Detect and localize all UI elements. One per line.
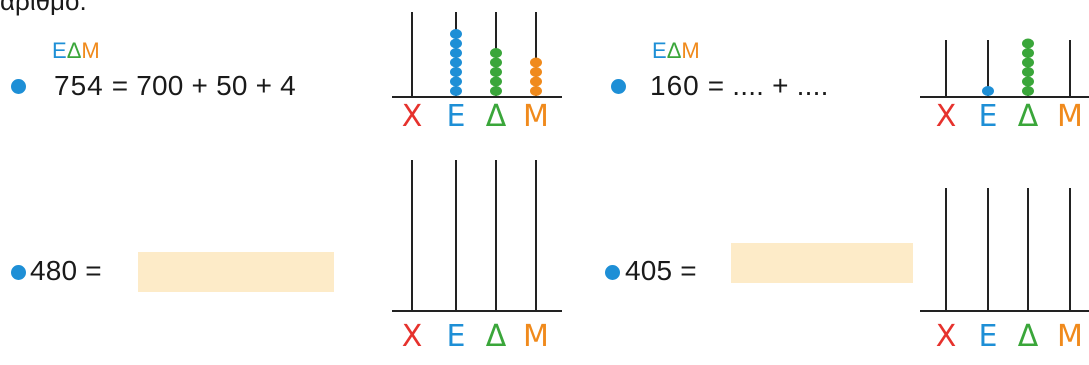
digit: 5 <box>70 70 88 101</box>
answer-box[interactable] <box>731 243 913 283</box>
number-4: 405 = <box>625 255 697 286</box>
abacus-bead <box>490 86 502 96</box>
equation-rest: = 700 + 50 + 4 <box>111 70 296 101</box>
abacus-place-label: X <box>402 319 423 354</box>
abacus-bead <box>1022 38 1034 49</box>
number-3: 480 = <box>30 255 102 286</box>
digit: 0 <box>683 70 700 101</box>
abacus-bead <box>1022 67 1034 77</box>
abacus-place-label: Δ <box>1018 99 1039 134</box>
abacus-bead <box>1022 76 1034 87</box>
abacus-place-label: E <box>979 99 998 134</box>
abacus-bead <box>490 57 502 68</box>
abacus-place-label: X <box>402 99 423 134</box>
abacus-place-label: Δ <box>1018 319 1039 354</box>
abacus-place-label: E <box>447 319 466 354</box>
place-header-1: EΔM <box>52 40 100 62</box>
abacus-bead <box>450 76 462 87</box>
place-head-E: E <box>652 38 667 63</box>
abacus-place-label: Δ <box>486 319 507 354</box>
place-head-D: Δ <box>66 38 82 63</box>
abacus-place-label: E <box>447 99 466 134</box>
abacus-bead <box>1022 57 1034 68</box>
place-head-M: M <box>81 38 100 63</box>
abacus-bead <box>450 29 462 39</box>
equation-rest: = .... + .... <box>707 70 829 101</box>
abacus-place-label: X <box>936 319 957 354</box>
abacus-bead <box>450 48 462 58</box>
abacus-place-label: M <box>1057 99 1083 134</box>
digit: 6 <box>666 70 684 101</box>
bullet-icon <box>611 79 626 94</box>
digit: 4 <box>87 70 104 101</box>
equation-2: 160 = .... + .... <box>650 70 829 102</box>
abacus-bead <box>530 76 542 87</box>
place-head-E: E <box>52 38 67 63</box>
place-head-D: Δ <box>666 38 682 63</box>
abacus-bead <box>530 57 542 68</box>
abacus-bead <box>450 86 462 96</box>
abacus-bead <box>490 67 502 77</box>
digit: 1 <box>650 70 667 101</box>
place-header-2: EΔM <box>652 40 700 62</box>
abacus-bead <box>530 67 542 77</box>
abacus-place-label: M <box>523 99 549 134</box>
abacus-bead <box>530 86 542 96</box>
bullet-icon <box>11 79 26 94</box>
abacus-bead <box>1022 48 1034 58</box>
abacus-bead <box>490 48 502 58</box>
abacus-bead <box>450 57 462 68</box>
abacus-bead <box>1022 86 1034 96</box>
equation-1: 754 = 700 + 50 + 4 <box>54 70 296 102</box>
digit: 7 <box>54 70 71 101</box>
abacus-bead <box>450 67 462 77</box>
abacus-bead <box>982 86 994 96</box>
abacus-place-label: M <box>523 319 549 354</box>
bullet-icon <box>605 265 620 280</box>
abacus-place-label: X <box>936 99 957 134</box>
abacus-bead <box>450 38 462 49</box>
abacus-place-label: Δ <box>486 99 507 134</box>
answer-box[interactable] <box>138 252 334 292</box>
abacus-place-label: M <box>1057 319 1083 354</box>
abacus-bead <box>490 76 502 87</box>
bullet-icon <box>11 265 26 280</box>
instruction-text: αριθμό. <box>0 0 87 16</box>
place-head-M: M <box>681 38 700 63</box>
abacus-place-label: E <box>979 319 998 354</box>
